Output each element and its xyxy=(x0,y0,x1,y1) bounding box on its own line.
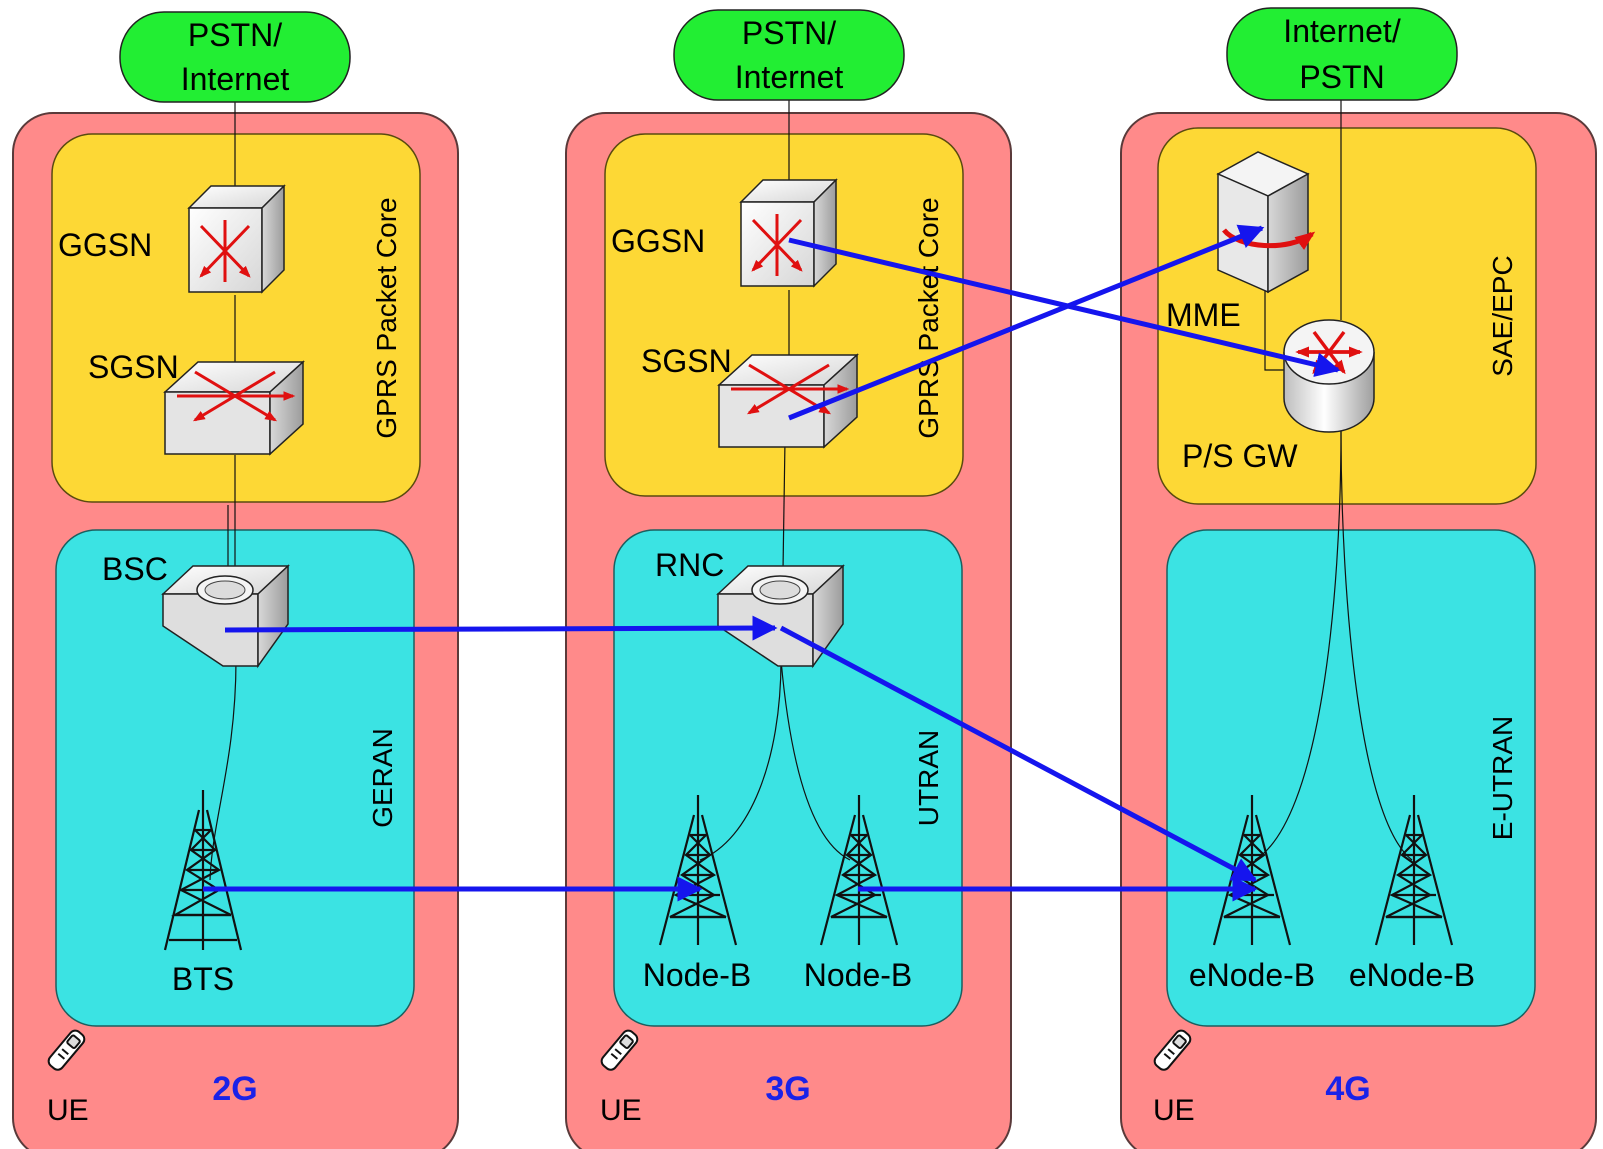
internet-cloud-3g xyxy=(673,9,905,101)
mme-label: MME xyxy=(1166,297,1241,333)
enode-b-tower-icon xyxy=(1374,795,1454,946)
ue-phone-icon xyxy=(1153,1029,1192,1071)
generation-label-4g: 4G xyxy=(1325,1070,1370,1108)
links-4g xyxy=(1254,100,1413,861)
links-2g xyxy=(209,100,237,881)
bts-label: BTS xyxy=(172,961,234,997)
column-3g: PSTN/ Internet GGSN SGSN xyxy=(565,9,1012,1149)
ue-phone-icon xyxy=(47,1029,86,1071)
internet-cloud-4g xyxy=(1226,7,1458,101)
generation-label-3g: 3G xyxy=(765,1070,810,1108)
ran-label-3g: UTRAN xyxy=(913,730,944,826)
ue-label: UE xyxy=(600,1094,642,1127)
ggsn-switch-icon xyxy=(739,178,838,288)
migration-arrows xyxy=(203,224,1341,902)
internet-cloud-label-line2: Internet xyxy=(735,59,844,95)
links-3g xyxy=(699,100,851,861)
ue-label: UE xyxy=(1153,1094,1195,1127)
ps-gw-label: P/S GW xyxy=(1182,438,1298,474)
mme-server-icon xyxy=(1216,151,1316,294)
ran-panel-4g xyxy=(1166,529,1536,1027)
internet-cloud-label-line2: PSTN xyxy=(1299,59,1384,95)
rnc-label: RNC xyxy=(655,547,724,583)
arrow-rnc-to-enodeb xyxy=(779,625,1258,883)
bts-tower-icon xyxy=(163,790,243,951)
arrow-bsc-to-rnc xyxy=(224,615,778,641)
arrow-ggsn-to-psgw xyxy=(788,237,1341,377)
core-label-4g: SAE/EPC xyxy=(1487,255,1518,376)
sgsn-switch-icon xyxy=(163,360,305,456)
core-label-2g: GPRS Packet Core xyxy=(371,197,402,438)
ggsn-label: GGSN xyxy=(611,223,705,259)
column-4g: Internet/ PSTN MME P/S GW xyxy=(1120,7,1597,1149)
sgsn-switch-icon xyxy=(717,353,859,449)
bsc-controller-icon xyxy=(161,564,290,669)
internet-cloud-label-line1: Internet/ xyxy=(1283,13,1401,49)
core-panel-2g xyxy=(51,133,421,503)
generation-label-2g: 2G xyxy=(212,1070,257,1108)
ggsn-switch-icon xyxy=(187,184,286,294)
internet-cloud-label-line1: PSTN/ xyxy=(188,17,282,53)
internet-cloud-label-line1: PSTN/ xyxy=(742,15,836,51)
column-2g: PSTN/ Internet GGSN xyxy=(12,11,459,1149)
ran-label-2g: GERAN xyxy=(367,728,398,828)
ran-label-4g: E-UTRAN xyxy=(1487,716,1518,840)
sgsn-label: SGSN xyxy=(88,349,179,385)
bsc-label: BSC xyxy=(102,551,168,587)
ue-phone-icon xyxy=(600,1029,639,1071)
internet-cloud-2g xyxy=(119,11,351,103)
ggsn-label: GGSN xyxy=(58,227,152,263)
ps-gw-router-icon xyxy=(1283,319,1375,433)
ue-label: UE xyxy=(47,1094,89,1127)
internet-cloud-label-line2: Internet xyxy=(181,61,290,97)
node-b-tower-icon xyxy=(819,795,899,946)
enode-b-label: eNode-B xyxy=(1349,957,1475,993)
arrow-sgsn-to-mme xyxy=(788,224,1265,421)
sgsn-label: SGSN xyxy=(641,343,732,379)
node-b-label: Node-B xyxy=(804,957,913,993)
enode-b-label: eNode-B xyxy=(1189,957,1315,993)
core-label-3g: GPRS Packet Core xyxy=(913,197,944,438)
node-b-label: Node-B xyxy=(643,957,752,993)
